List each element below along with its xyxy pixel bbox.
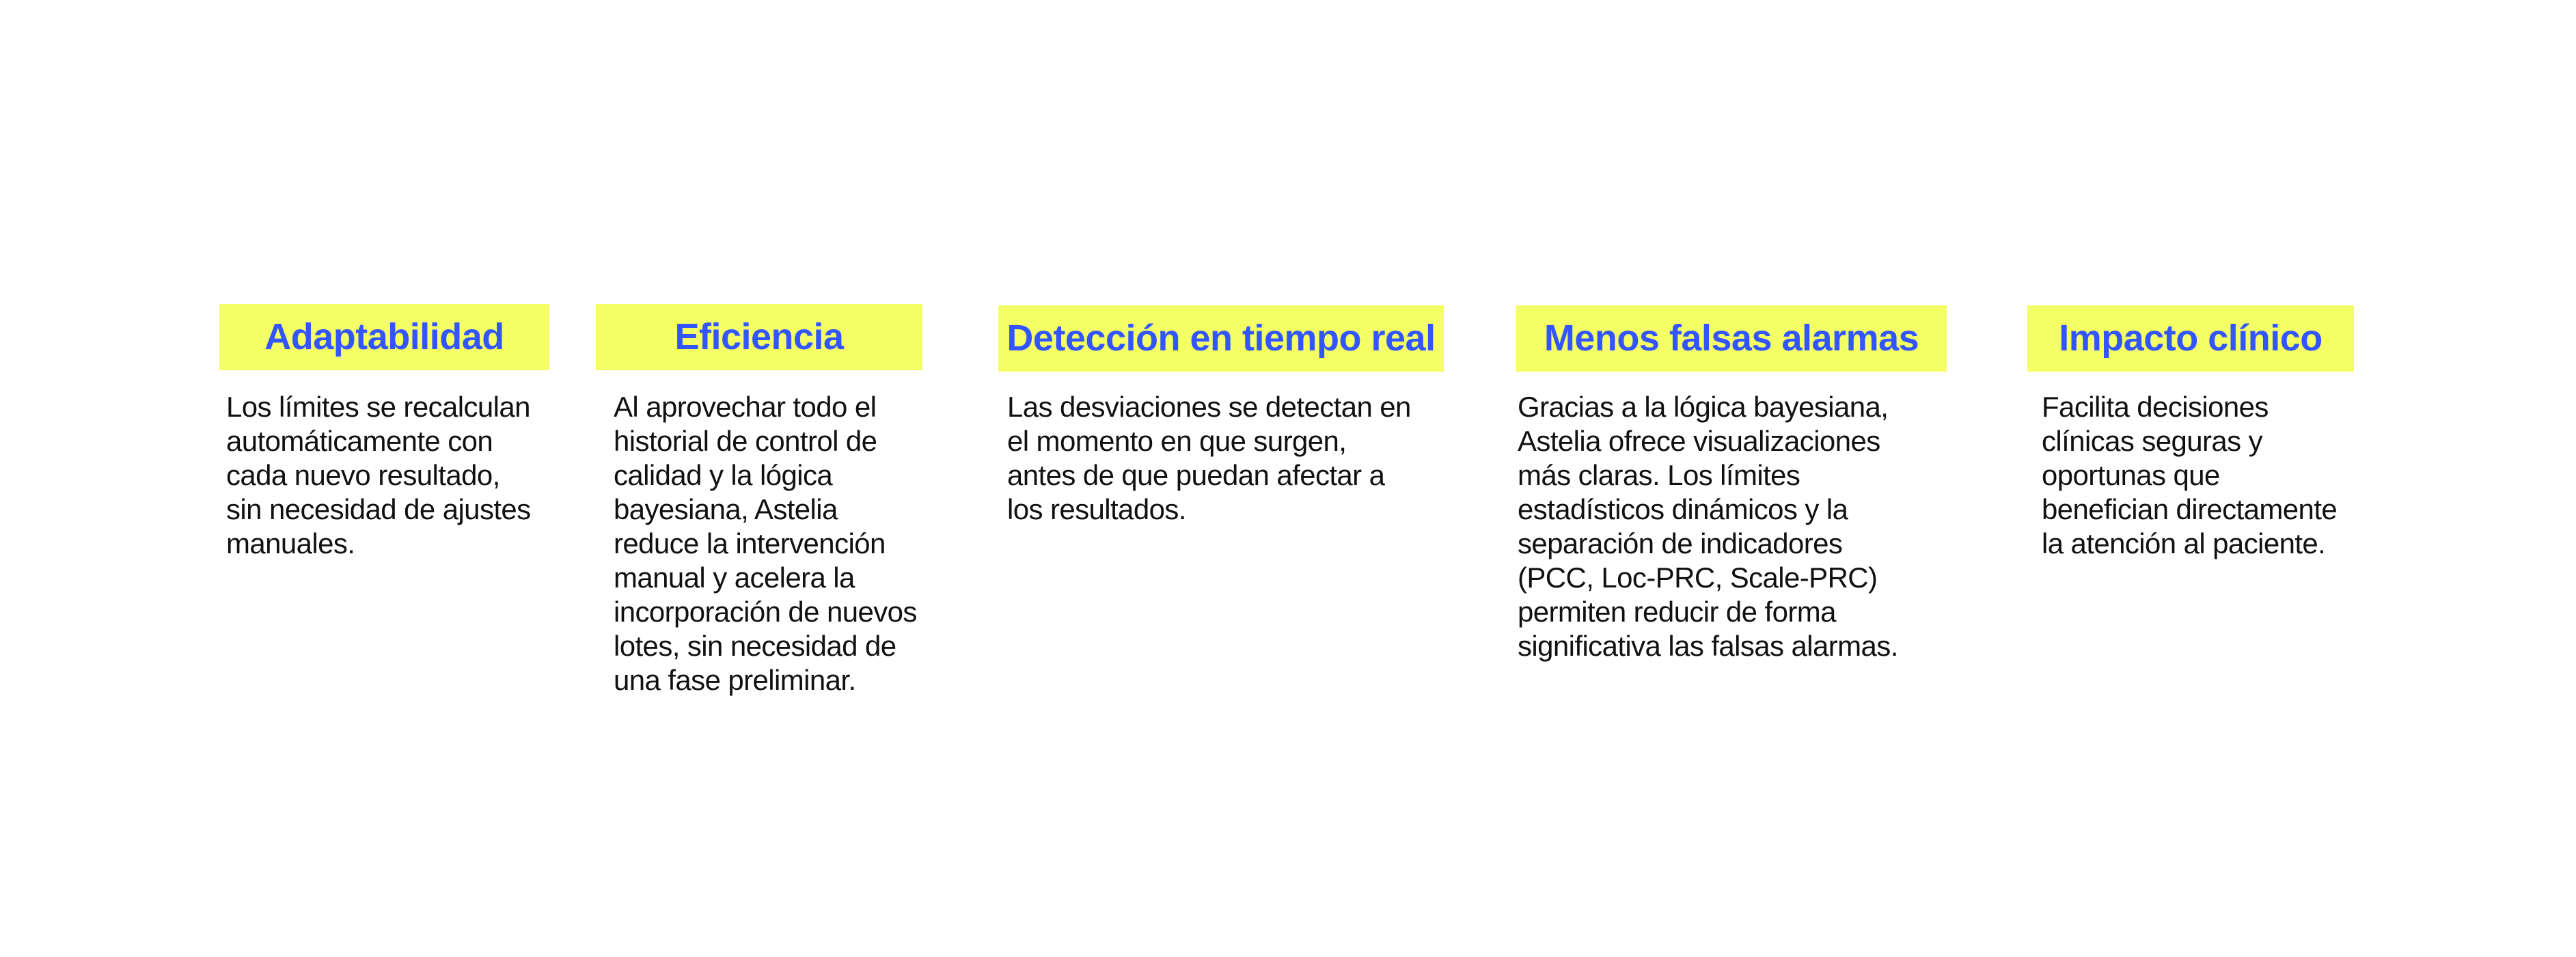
feature-description: Gracias a la lógica bayesiana, Astelia o… bbox=[1518, 390, 1898, 663]
description-line: significativa las falsas alarmas. bbox=[1518, 630, 1898, 662]
description-line: Los límites se recalculan bbox=[226, 391, 530, 423]
feature-description: Al aprovechar todo el historial de contr… bbox=[614, 390, 917, 697]
description-line: calidad y la lógica bbox=[614, 459, 833, 491]
description-line: Las desviaciones se detectan en bbox=[1007, 391, 1411, 423]
description-line: manuales. bbox=[226, 527, 355, 559]
feature-description: Los límites se recalculan automáticament… bbox=[226, 390, 531, 561]
feature-description: Facilita decisiones clínicas seguras y o… bbox=[2042, 390, 2338, 561]
description-line: el momento en que surgen, bbox=[1007, 425, 1347, 457]
description-line: lotes, sin necesidad de bbox=[614, 630, 896, 662]
feature-title: Impacto clínico bbox=[2027, 305, 2354, 372]
description-line: reduce la intervención bbox=[614, 527, 886, 559]
description-line: Facilita decisiones bbox=[2042, 391, 2269, 423]
description-line: permiten reducir de forma bbox=[1518, 596, 1836, 628]
feature-title: Menos falsas alarmas bbox=[1516, 305, 1947, 372]
description-line: separación de indicadores bbox=[1518, 527, 1843, 559]
description-line: los resultados. bbox=[1007, 493, 1186, 525]
description-line: (PCC, Loc-PRC, Scale-PRC) bbox=[1518, 561, 1878, 594]
description-line: automáticamente con bbox=[226, 425, 493, 457]
description-line: Astelia ofrece visualizaciones bbox=[1518, 425, 1880, 457]
description-line: sin necesidad de ajustes bbox=[226, 493, 531, 525]
description-line: benefician directamente bbox=[2042, 493, 2338, 525]
feature-title: Eficiencia bbox=[596, 304, 922, 370]
description-line: clínicas seguras y bbox=[2042, 425, 2263, 457]
feature-description: Las desviaciones se detectan en el momen… bbox=[1007, 390, 1411, 527]
description-line: Al aprovechar todo el bbox=[614, 391, 877, 423]
description-line: manual y acelera la bbox=[614, 561, 855, 594]
feature-title: Detección en tiempo real bbox=[998, 305, 1444, 372]
description-line: antes de que puedan afectar a bbox=[1007, 459, 1385, 491]
description-line: la atención al paciente. bbox=[2042, 527, 2326, 559]
description-line: una fase preliminar. bbox=[614, 664, 856, 696]
description-line: cada nuevo resultado, bbox=[226, 459, 500, 491]
feature-title: Adaptabilidad bbox=[219, 304, 549, 370]
description-line: historial de control de bbox=[614, 425, 877, 457]
description-line: incorporación de nuevos bbox=[614, 596, 917, 628]
description-line: oportunas que bbox=[2042, 459, 2220, 491]
description-line: bayesiana, Astelia bbox=[614, 493, 838, 525]
description-line: Gracias a la lógica bayesiana, bbox=[1518, 391, 1889, 423]
description-line: más claras. Los límites bbox=[1518, 459, 1800, 491]
description-line: estadísticos dinámicos y la bbox=[1518, 493, 1848, 525]
